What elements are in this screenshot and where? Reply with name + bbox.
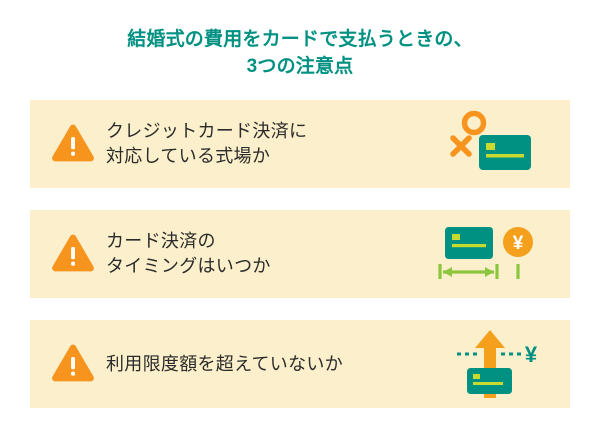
credit-card-with-yen-and-timeline-icon: ¥ — [426, 210, 556, 298]
warning-triangle-icon — [50, 232, 96, 276]
warning-triangle-icon — [50, 122, 96, 166]
credit-card-with-circle-cross-icon — [426, 100, 556, 188]
page-title-line-1: 結婚式の費用をカードで支払うときの、 — [127, 29, 473, 50]
credit-card-with-up-arrow-and-yen-icon: ¥ — [426, 320, 556, 408]
page-title-line-2: 3つの注意点 — [246, 56, 354, 77]
notice-card-text: クレジットカード決済に 対応している式場か — [106, 121, 308, 166]
notice-card-text: カード決済の タイミングはいつか — [106, 231, 271, 276]
notice-card-text: 利用限度額を超えていないか — [106, 353, 343, 374]
notice-card: クレジットカード決済に 対応している式場か — [30, 100, 570, 188]
notice-card: 利用限度額を超えていないか ¥ — [30, 320, 570, 408]
warning-triangle-icon — [50, 342, 96, 386]
page-title: 結婚式の費用をカードで支払うときの、 3つの注意点 — [0, 0, 600, 80]
notice-card-list: クレジットカード決済に 対応している式場か — [30, 100, 570, 430]
notice-card: カード決済の タイミングはいつか ¥ — [30, 210, 570, 298]
svg-text:¥: ¥ — [513, 233, 524, 254]
svg-text:¥: ¥ — [525, 342, 538, 367]
